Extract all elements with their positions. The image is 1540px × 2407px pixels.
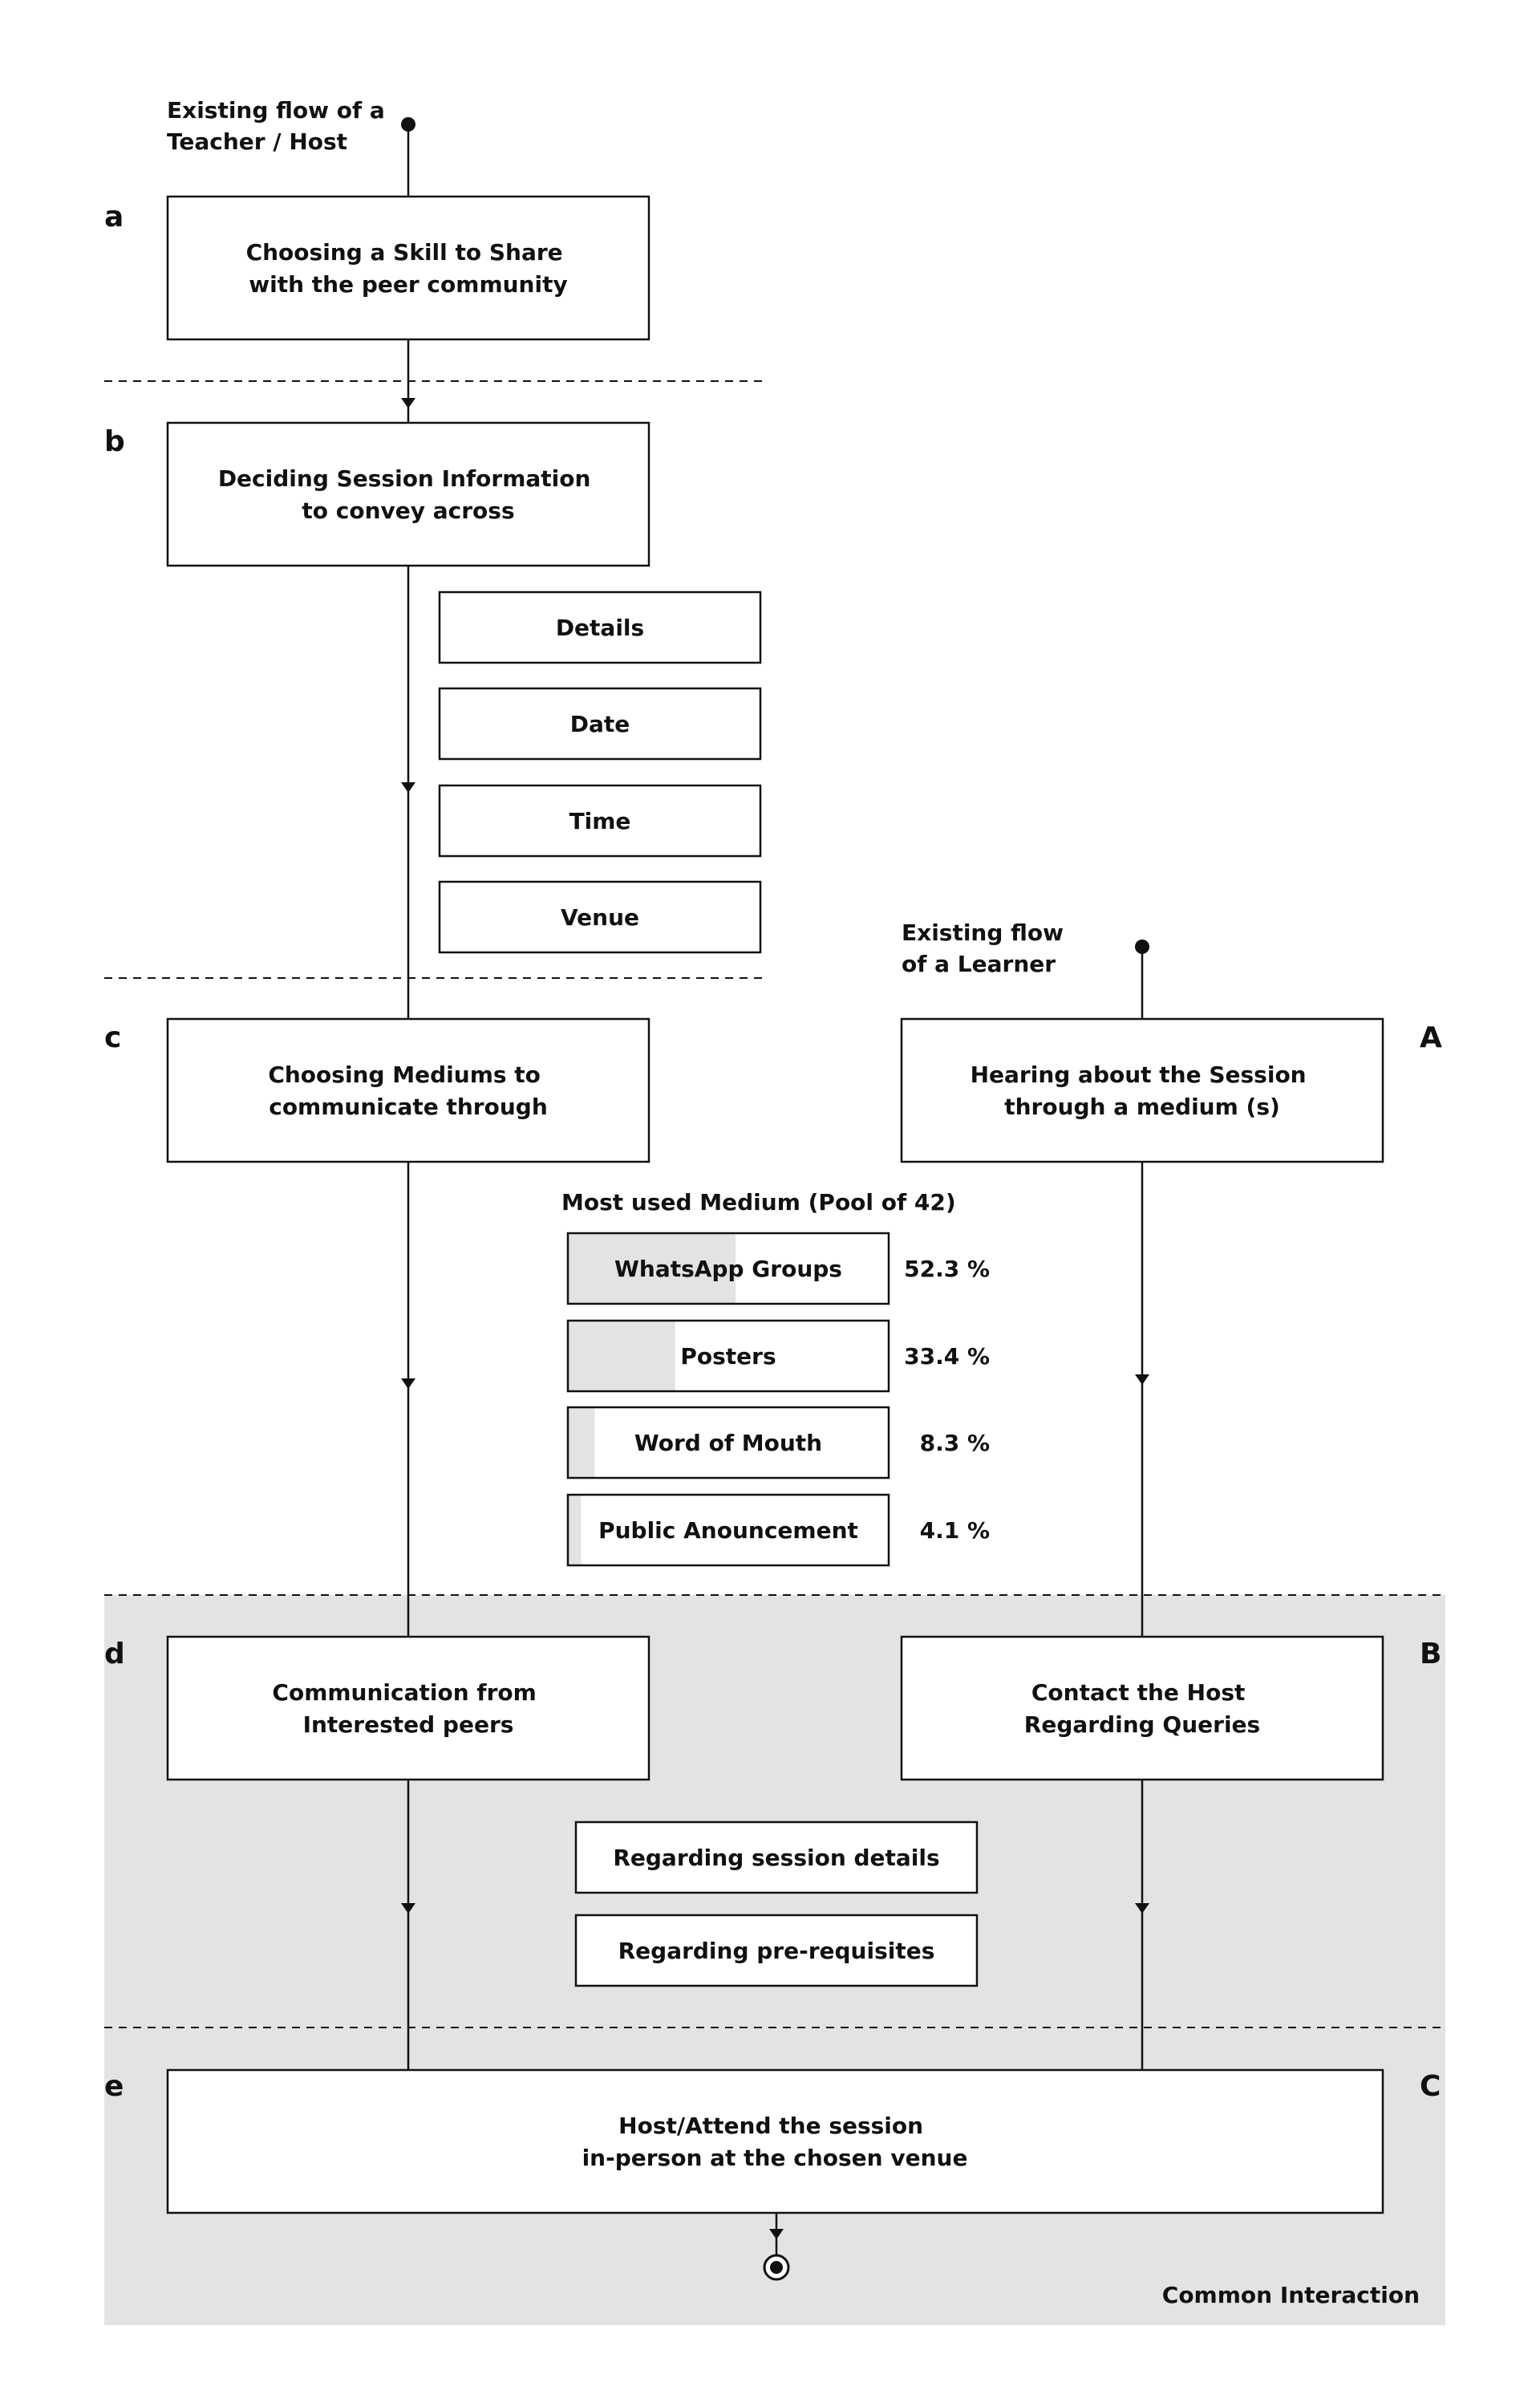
step-letter-d: d	[104, 1638, 125, 1670]
medium-row-public-announcement: Public Anouncement 4.1 %	[566, 1493, 990, 1567]
medium-value: 4.1 %	[920, 1517, 990, 1544]
step-B-box: Contact the Host Regarding Queries	[900, 1635, 1384, 1781]
teacher-flow-title: Existing flow of a Teacher / Host	[167, 97, 393, 155]
svg-text:Date: Date	[570, 711, 630, 737]
step-c-line1: Choosing Mediums to	[268, 1061, 541, 1088]
step-letter-c: c	[104, 1021, 121, 1054]
session-info-details: Details	[438, 591, 762, 664]
medium-row-posters: Posters 33.4 %	[566, 1319, 990, 1393]
query-prerequisites: Regarding pre-requisites	[574, 1914, 979, 1987]
step-c-line2: communicate through	[269, 1094, 548, 1120]
step-e-line1: Host/Attend the session	[618, 2113, 923, 2139]
medium-bar-fill	[568, 1321, 675, 1391]
medium-bar-fill	[568, 1495, 582, 1565]
learner-flow-title: Existing flow of a Learner	[902, 919, 1072, 977]
mediums-title: Most used Medium (Pool of 42)	[561, 1189, 956, 1216]
svg-text:Details: Details	[556, 615, 644, 641]
step-letter-e: e	[104, 2070, 124, 2103]
step-letter-b: b	[104, 425, 125, 458]
session-info-date: Date	[438, 687, 762, 761]
medium-row-word-of-mouth: Word of Mouth 8.3 %	[566, 1406, 990, 1480]
step-A-line1: Hearing about the Session	[971, 1061, 1307, 1088]
step-c-box: Choosing Mediums to communicate through	[166, 1017, 650, 1163]
svg-text:Choosing Mediums to comm: Choosing Mediums to communicate through	[268, 1061, 548, 1120]
step-A-line2: through a medium (s)	[1004, 1094, 1280, 1120]
step-d-box: Communication from Interested peers	[166, 1635, 650, 1781]
medium-label: WhatsApp Groups	[614, 1256, 842, 1282]
step-A-box: Hearing about the Session through a medi…	[900, 1017, 1384, 1163]
session-info-time: Time	[438, 784, 762, 858]
step-d-line2: Interested peers	[303, 1711, 514, 1738]
step-letter-B: B	[1420, 1638, 1441, 1670]
svg-text:Communication from Inter: Communication from Interested peers	[272, 1679, 544, 1738]
svg-text:Deciding Session Information: Deciding Session Information to convey a…	[218, 465, 598, 524]
step-e-box: Host/Attend the session in-person at the…	[166, 2068, 1384, 2214]
step-b-box: Deciding Session Information to convey a…	[166, 421, 650, 567]
medium-bar-fill	[568, 1233, 736, 1304]
svg-text:Contact the Host Regardi: Contact the Host Regarding Queries	[1024, 1679, 1260, 1738]
svg-text:Host/Attend the session: Host/Attend the session in-person at the…	[582, 2113, 968, 2171]
session-info-venue: Venue	[438, 880, 762, 954]
step-letter-C: C	[1420, 2070, 1441, 2103]
medium-label: Posters	[680, 1343, 776, 1370]
svg-text:Hearing about the Session: Hearing about the Session through a medi…	[971, 1061, 1315, 1120]
step-B-line1: Contact the Host	[1031, 1679, 1246, 1706]
svg-text:Regarding pre-requisites: Regarding pre-requisites	[618, 1938, 935, 1964]
step-letter-a: a	[104, 201, 124, 233]
end-terminal-inner	[770, 2261, 783, 2274]
arrow-head-c-d	[401, 1378, 415, 1389]
arrow-head-a-b	[401, 398, 415, 408]
end-arrow-head	[769, 2229, 784, 2239]
medium-value: 8.3 %	[920, 1430, 990, 1456]
common-interaction-label: Common Interaction	[1162, 2282, 1420, 2308]
medium-label: Public Anouncement	[598, 1517, 858, 1544]
step-letter-A: A	[1420, 1021, 1442, 1054]
arrow-head-B-C	[1135, 1903, 1149, 1914]
step-a-box: Choosing a Skill to Share with the peer …	[166, 195, 650, 341]
arrow-head-A-B	[1135, 1374, 1149, 1385]
medium-value: 52.3 %	[904, 1256, 990, 1282]
arrow-head-d-e	[401, 1903, 415, 1914]
medium-value: 33.4 %	[904, 1343, 990, 1370]
svg-text:Regarding session details: Regarding session details	[613, 1845, 939, 1871]
svg-text:Time: Time	[569, 808, 631, 834]
step-a-line1: Choosing a Skill to Share	[246, 239, 563, 266]
svg-text:Venue: Venue	[561, 904, 639, 931]
medium-row-whatsapp: WhatsApp Groups 52.3 %	[566, 1232, 990, 1305]
step-b-line1: Deciding Session Information	[218, 465, 591, 492]
query-session-details: Regarding session details	[574, 1820, 979, 1894]
step-B-line2: Regarding Queries	[1024, 1711, 1260, 1738]
step-b-line2: to convey across	[302, 497, 514, 524]
arrow-head-b-c	[401, 782, 415, 793]
medium-bar-fill	[568, 1407, 595, 1478]
step-a-line2: with the peer community	[249, 271, 567, 298]
medium-label: Word of Mouth	[634, 1430, 822, 1456]
svg-text:Choosing a Skill to Share: Choosing a Skill to Share with the peer …	[246, 239, 571, 298]
step-d-line1: Communication from	[272, 1679, 536, 1706]
step-e-line2: in-person at the chosen venue	[582, 2145, 968, 2171]
